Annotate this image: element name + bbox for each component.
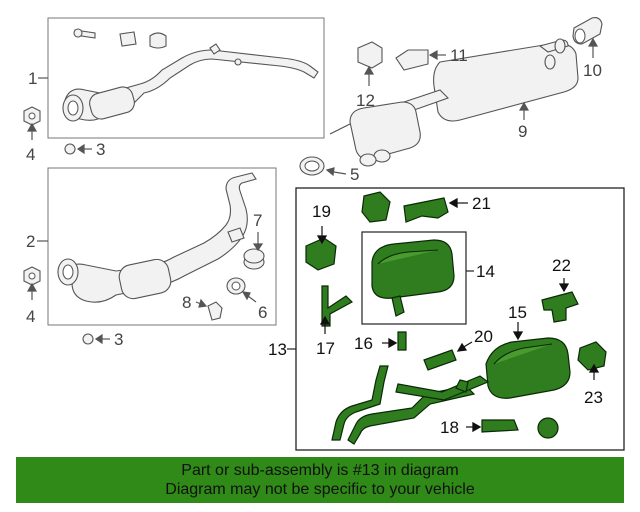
hanger-18-icon [481,419,519,433]
bolt-16-icon [397,331,407,351]
gasket-6-icon [226,277,246,295]
callout-16: 16 [354,334,373,353]
hanger-19-icon [305,237,337,271]
callout-4a: 4 [26,145,35,164]
callout-14: 14 [476,262,495,281]
callout-1: 1 [28,69,37,88]
callout-7: 7 [253,211,262,230]
banner-line-2: Diagram may not be specific to your vehi… [165,481,475,498]
callout-19: 19 [312,202,331,221]
callout-3a: 3 [96,140,105,159]
callout-18: 18 [440,418,459,437]
callout-20: 20 [474,327,493,346]
nut-4a-icon [23,106,41,126]
muffler-assembly-9-illustration [329,38,579,167]
clamp-5-icon [299,156,325,176]
isolator-18b-icon [537,417,559,439]
callout-13: 13 [268,340,287,359]
part13-box [295,187,625,451]
callout-22: 22 [552,256,571,275]
highlight-banner: Part or sub-assembly is #13 in diagram D… [16,457,624,503]
callout-15: 15 [508,303,527,322]
front-pipe-2-illustration [57,172,257,303]
callout-5: 5 [350,165,359,184]
callout-4b: 4 [26,307,35,326]
callout-9: 9 [518,122,527,141]
callout-11: 11 [450,46,468,65]
part2-box [47,167,277,326]
bracket-11-icon [395,49,429,71]
banner-line-1: Part or sub-assembly is #13 in diagram [181,462,459,479]
damper-20-icon [423,349,457,371]
sensor-8-icon [207,301,223,321]
exhaust-pipe-assembly-13-illustration [331,365,490,445]
callout-10: 10 [583,61,602,80]
callout-2: 2 [26,232,35,251]
bolt-3b-icon [82,333,94,345]
front-pipe-1-illustration [62,28,319,122]
nut-4b-icon [23,266,41,286]
bolt-3a-icon [64,143,76,155]
callout-21: 21 [472,194,491,213]
tip-10-icon [572,17,603,45]
muffler-14-illustration [371,239,455,317]
callout-8: 8 [182,293,191,312]
clamp-7-icon [243,248,265,270]
hanger-23-icon [577,341,607,371]
bracket-21-icon [361,191,449,223]
hanger-12-icon [357,41,383,69]
callout-12: 12 [356,91,375,110]
callout-23: 23 [584,388,603,407]
muffler-15-illustration [485,337,571,399]
callout-3b: 3 [114,330,123,349]
callout-6: 6 [258,303,267,322]
bracket-22-icon [541,291,579,323]
part14-box [361,231,467,325]
callout-17: 17 [316,339,335,358]
